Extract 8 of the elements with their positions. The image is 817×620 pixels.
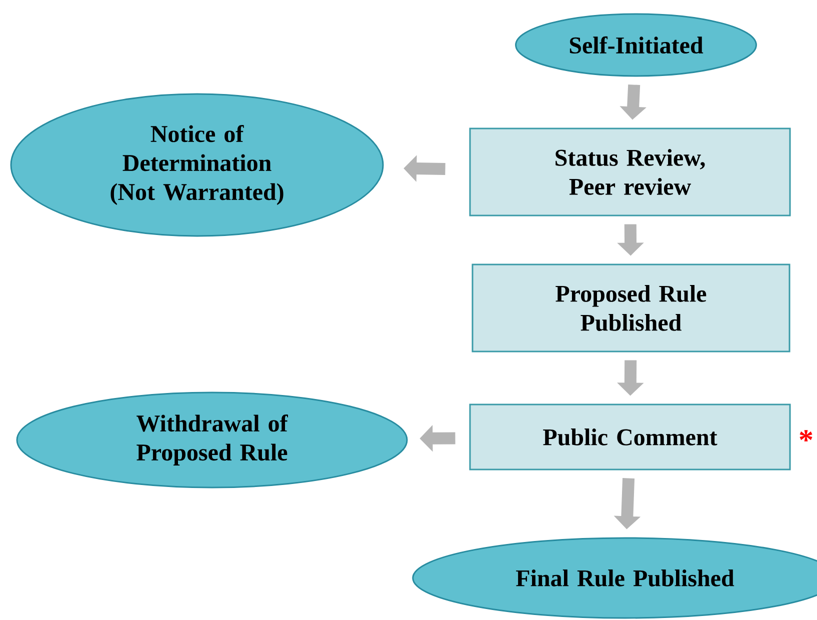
process-box: Public Comment [469, 404, 791, 470]
oval: Self-Initiated [515, 13, 757, 77]
process-box: Status Review, Peer review [469, 128, 791, 216]
oval: Final Rule Published [412, 537, 817, 619]
asterisk: * [800, 430, 812, 442]
oval: Notice of Determination (Not Warranted) [10, 93, 384, 237]
process-box: Proposed Rule Published [472, 264, 790, 352]
oval: Withdrawal of Proposed Rule [16, 392, 408, 488]
